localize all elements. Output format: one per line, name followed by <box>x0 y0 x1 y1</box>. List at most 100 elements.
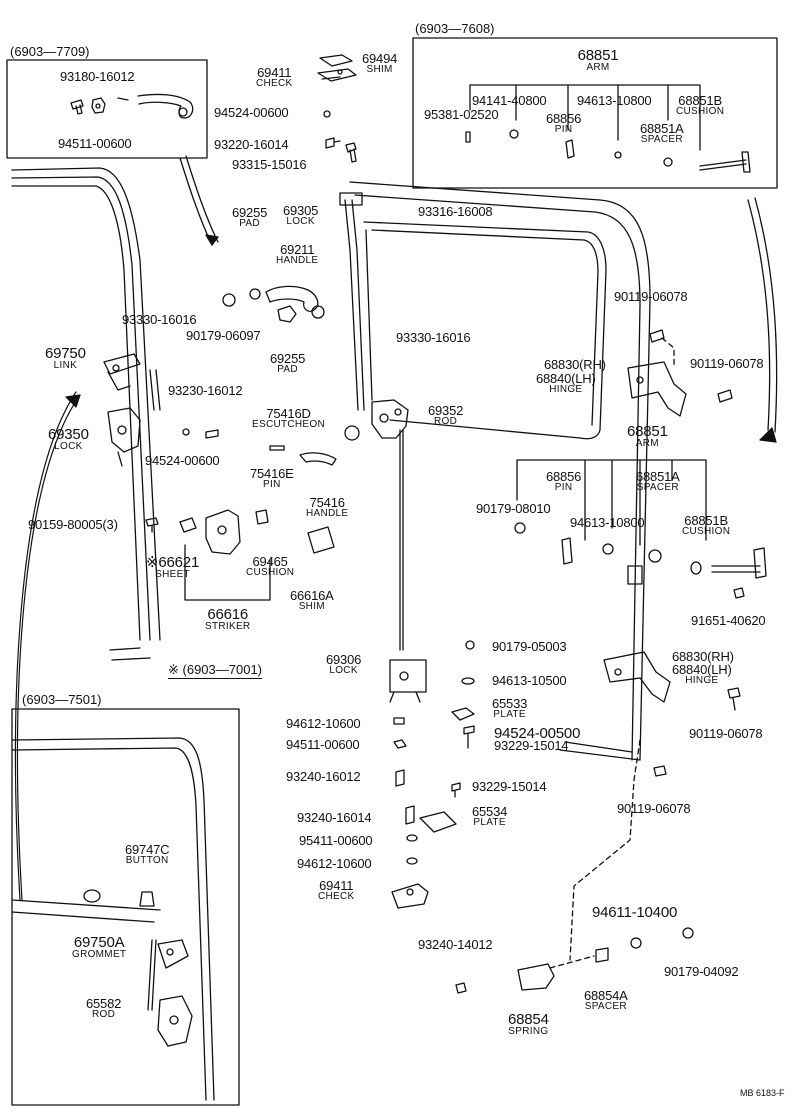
part-number: 90179-08010 <box>476 501 551 516</box>
inset-bolt-95381-icon <box>465 131 471 143</box>
handle-69211-icon <box>265 285 325 319</box>
part-number: 65533 <box>492 696 528 711</box>
part-label: 90179-08010 <box>476 501 551 516</box>
bolt-93240-16012-icon <box>395 769 405 787</box>
part-number: 69306 <box>326 652 362 667</box>
escutcheon-icon <box>344 425 360 441</box>
part-name: LOCK <box>329 665 358 676</box>
inset-spacer-68851a-icon <box>663 157 673 167</box>
part-label: 68840(LH)HINGE <box>536 372 596 395</box>
part-number: 90179-06097 <box>186 328 261 343</box>
part-number: 90159-80005(3) <box>28 517 118 532</box>
part-number: 69750 <box>45 345 86 362</box>
part-label: 90179-04092 <box>664 964 739 979</box>
inset-box-6903-7709 <box>6 59 208 159</box>
bolt-93220-icon <box>325 137 341 149</box>
nut-90179-04092-icon <box>682 927 694 939</box>
shim-66616a-icon <box>307 526 335 554</box>
part-number: 69411 <box>257 65 292 80</box>
inset-rod-icon <box>147 939 157 1011</box>
part-number: 75416E <box>250 466 294 481</box>
bolt-91651-icon <box>733 587 745 599</box>
part-number: 65534 <box>472 804 508 819</box>
part-number: 66616 <box>207 606 249 623</box>
part-name: HANDLE <box>276 255 319 266</box>
part-number: 68854 <box>508 1011 549 1028</box>
part-name: SHEET <box>155 569 190 580</box>
part-name: CUSHION <box>676 106 725 117</box>
part-name: STRIKER <box>205 621 251 632</box>
part-name: PLATE <box>473 817 506 828</box>
part-number: 69494 <box>362 51 398 66</box>
part-label: 94612-10600 <box>297 857 372 870</box>
part-label: 94511-00600 <box>286 738 360 751</box>
washer-94613-10500-icon <box>461 677 475 685</box>
part-number: 90119-06078 <box>614 289 688 304</box>
inset-grommet-icon <box>83 889 101 903</box>
part-label: 94524-00500 <box>494 726 580 741</box>
spring-68854-icon <box>517 963 555 991</box>
link-69750-icon <box>103 353 141 391</box>
part-number: 93330-16016 <box>396 330 471 345</box>
hinge-lower-icon <box>603 651 671 703</box>
part-name: HINGE <box>685 675 719 686</box>
part-name: HANDLE <box>306 508 349 519</box>
pointer-arrow-right <box>747 197 778 443</box>
part-name: CUSHION <box>682 526 731 537</box>
front-door-frame <box>11 167 161 661</box>
part-name: ARM <box>635 438 659 449</box>
part-label: 93240-16014 <box>297 811 372 824</box>
inset-code-label: (6903—7608) <box>415 21 495 36</box>
part-label: 94524-00600 <box>145 454 220 467</box>
bolt-93240-14012-icon <box>455 982 467 994</box>
cushion-69465-icon <box>255 509 269 525</box>
inset-box-6903-7501 <box>11 708 240 1106</box>
inset-1-nut-icon <box>91 97 106 114</box>
part-number: 93330-16016 <box>122 312 197 327</box>
part-number: 69750A <box>73 934 125 951</box>
part-number: 90179-04092 <box>664 964 739 979</box>
inset-door-frame <box>11 737 215 1101</box>
part-number: 68851 <box>627 423 668 440</box>
washer-94611-icon <box>630 937 642 949</box>
part-label: 94613-10800 <box>577 94 652 107</box>
part-number: 69255 <box>270 351 306 366</box>
part-number: 94141-40800 <box>472 93 547 108</box>
part-number: 68856 <box>546 111 582 126</box>
part-label: 93316-16008 <box>418 205 493 218</box>
lock-rod-assembly <box>339 192 404 651</box>
part-number: 68851 <box>577 47 619 64</box>
part-number: 68854A <box>584 988 628 1003</box>
pin-75416e-icon <box>269 445 285 451</box>
part-number: 93180-16012 <box>60 69 135 84</box>
part-number: ※66621 <box>146 554 200 571</box>
part-number: 69211 <box>280 242 315 257</box>
spacer-68854a-icon <box>595 947 609 963</box>
part-label: 90119-06078 <box>690 357 764 370</box>
part-label: 91651-40620 <box>691 614 766 627</box>
part-label: 90119-06078 <box>614 289 688 304</box>
part-label: 94613-10500 <box>492 674 567 687</box>
part-number: 69352 <box>428 403 464 418</box>
shim-icon <box>319 54 353 67</box>
part-label: 90119-06078 <box>617 802 691 815</box>
part-name: PLATE <box>493 709 526 720</box>
part-number: 94511-00600 <box>58 136 132 151</box>
inset-washer-94141-icon <box>509 129 519 139</box>
part-label: 93240-14012 <box>418 938 493 951</box>
part-label: 93315-15016 <box>232 158 307 171</box>
